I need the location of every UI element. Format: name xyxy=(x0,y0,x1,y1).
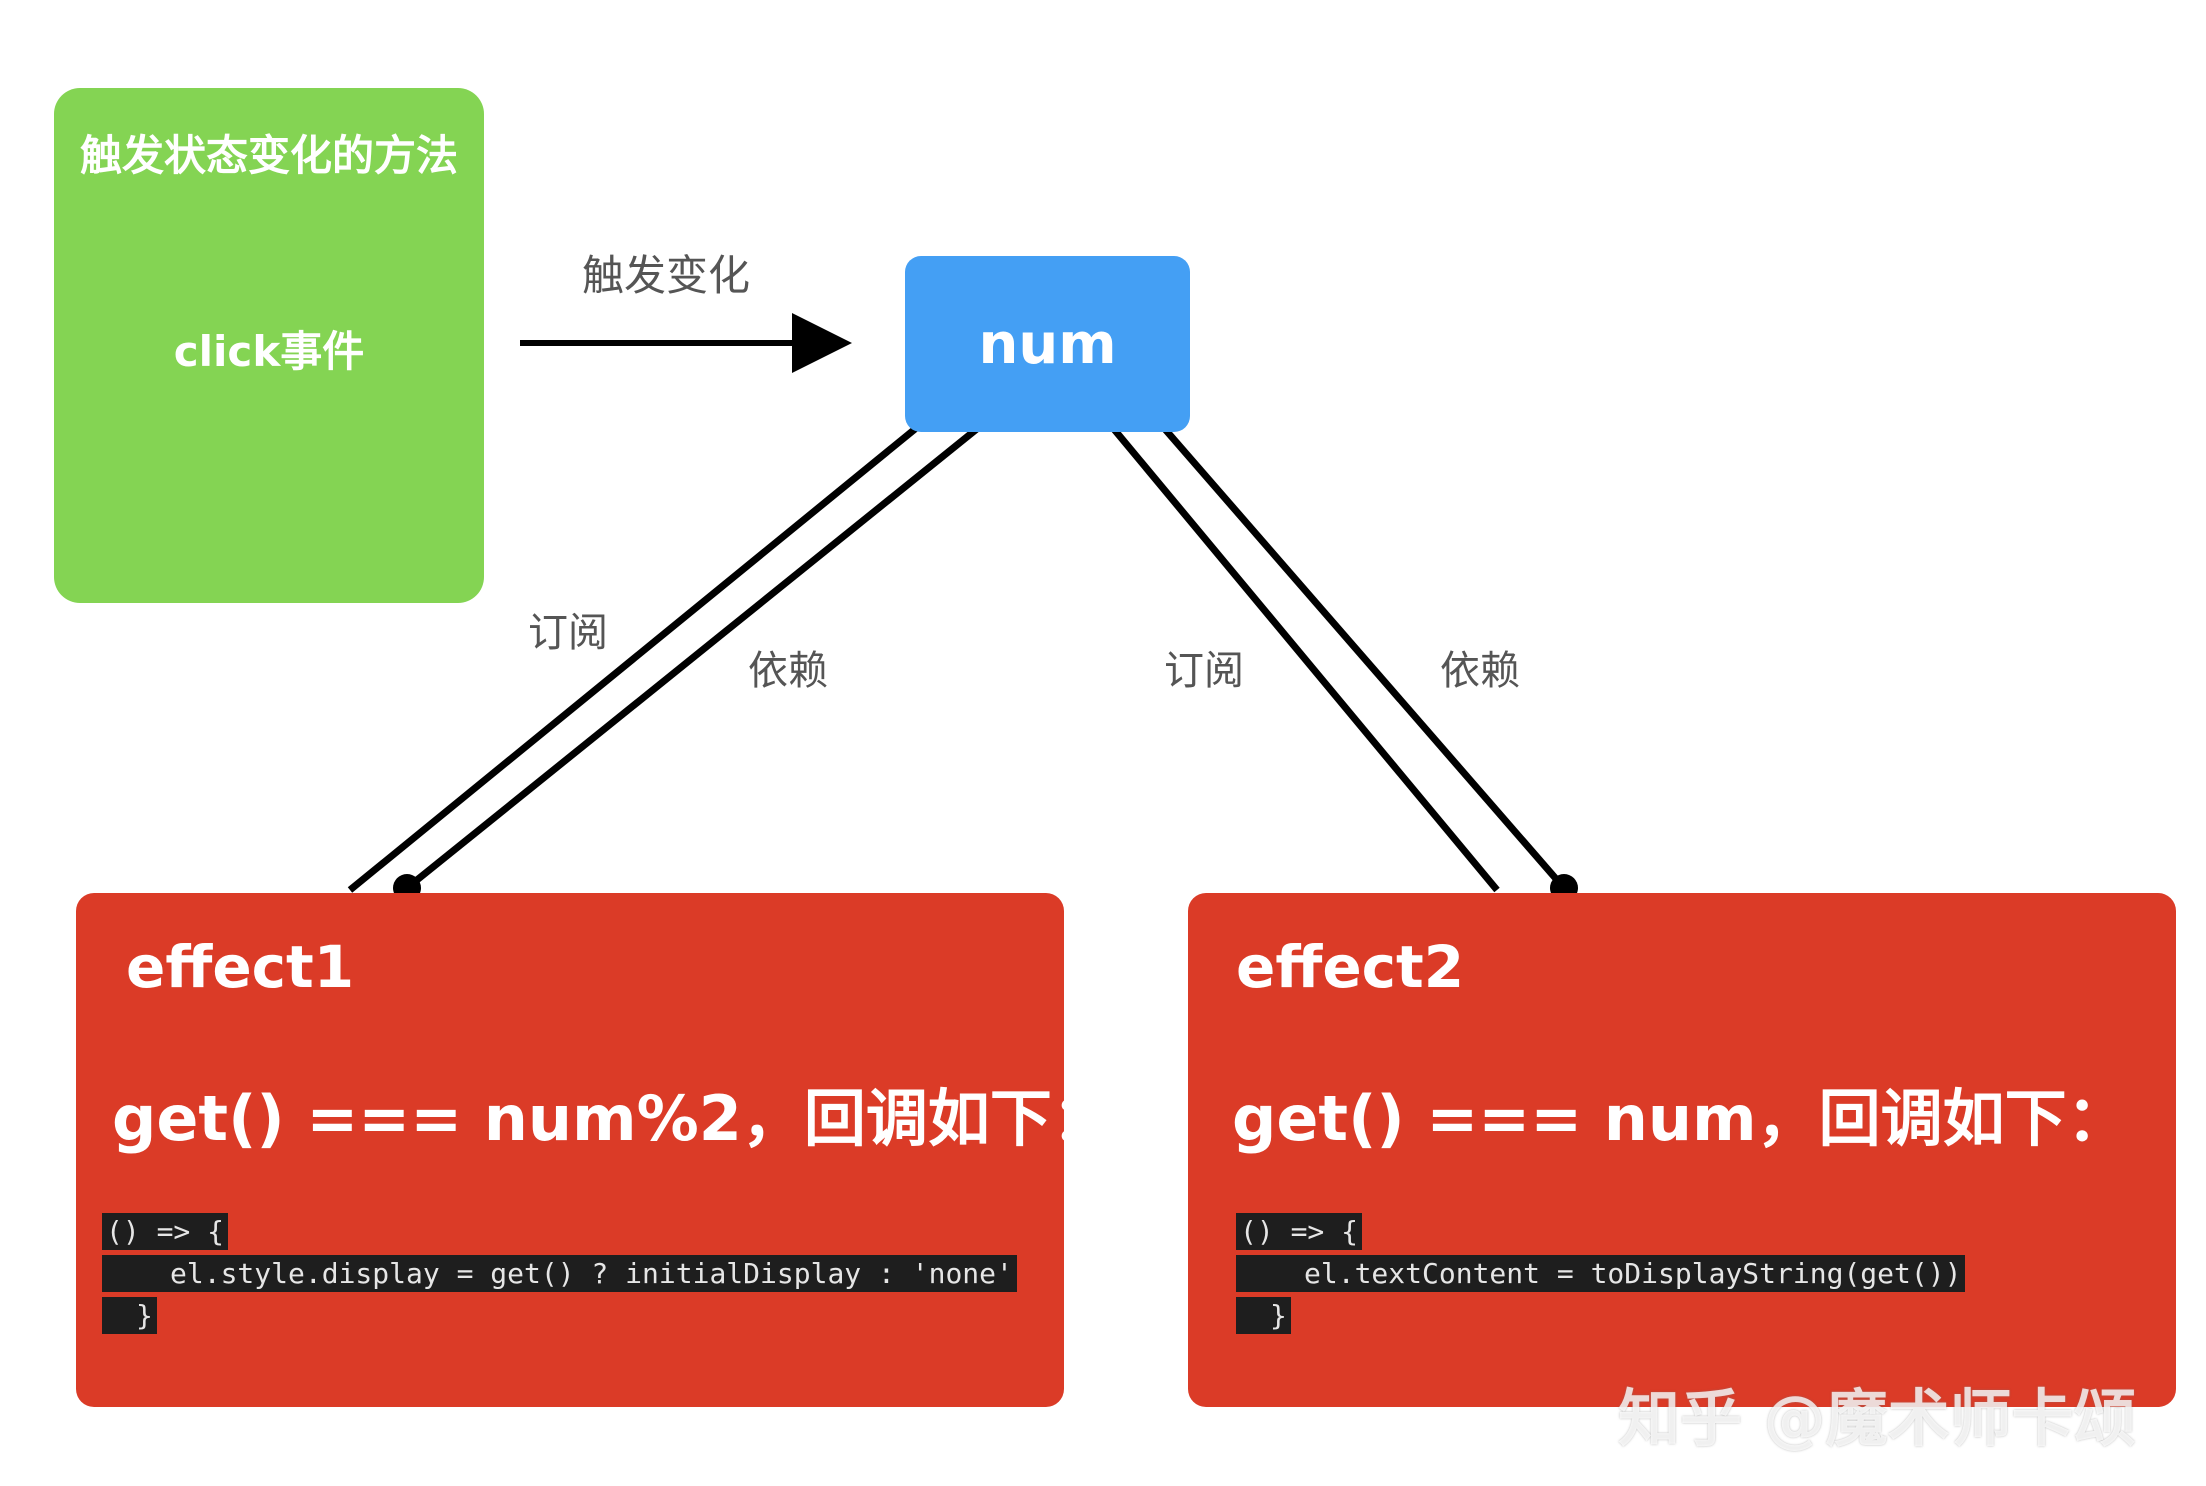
left-subscribe-label: 订阅 xyxy=(528,610,608,656)
effect1-title: effect1 xyxy=(126,933,355,1001)
effect2-box: effect2 get() === num，回调如下： () => { el.t… xyxy=(1188,893,2176,1407)
watermark: 知乎 @魔术师卡颂 xyxy=(1618,1382,2136,1455)
effect1-code-line-1: () => { xyxy=(102,1213,229,1250)
effect2-code-line-1: () => { xyxy=(1236,1213,1363,1250)
arrow-label: 触发变化 xyxy=(582,251,751,300)
right-depend-line xyxy=(1154,417,1567,891)
effect1-formula: get() === num%2，回调如下： xyxy=(112,1082,1114,1155)
right-subscribe-line xyxy=(1100,413,1500,893)
left-depend-label: 依赖 xyxy=(748,648,828,694)
effect1-code-line-3: } xyxy=(102,1297,157,1334)
trigger-title: 触发状态变化的方法 xyxy=(79,131,458,180)
effect2-code: () => { el.textContent = toDisplayString… xyxy=(1236,1211,1966,1337)
effect2-code-line-3: } xyxy=(1236,1297,1291,1334)
state-box: num xyxy=(905,256,1190,432)
effect2-title: effect2 xyxy=(1236,933,1465,1001)
left-depend-line xyxy=(404,425,981,891)
effect1-code-line-2: el.style.display = get() ? initialDispla… xyxy=(102,1255,1017,1292)
right-depend-label: 依赖 xyxy=(1440,648,1520,694)
effect1-box: effect1 get() === num%2，回调如下： () => { el… xyxy=(76,893,1114,1407)
trigger-event: click事件 xyxy=(173,327,365,376)
trigger-box: 触发状态变化的方法 click事件 xyxy=(54,88,484,603)
right-subscribe-label: 订阅 xyxy=(1164,648,1244,694)
state-label: num xyxy=(978,311,1117,377)
left-subscribe-line xyxy=(347,413,934,893)
effect2-code-line-2: el.textContent = toDisplayString(get()) xyxy=(1236,1255,1966,1292)
effect1-code: () => { el.style.display = get() ? initi… xyxy=(102,1211,1017,1337)
effect2-formula: get() === num，回调如下： xyxy=(1232,1082,2129,1155)
